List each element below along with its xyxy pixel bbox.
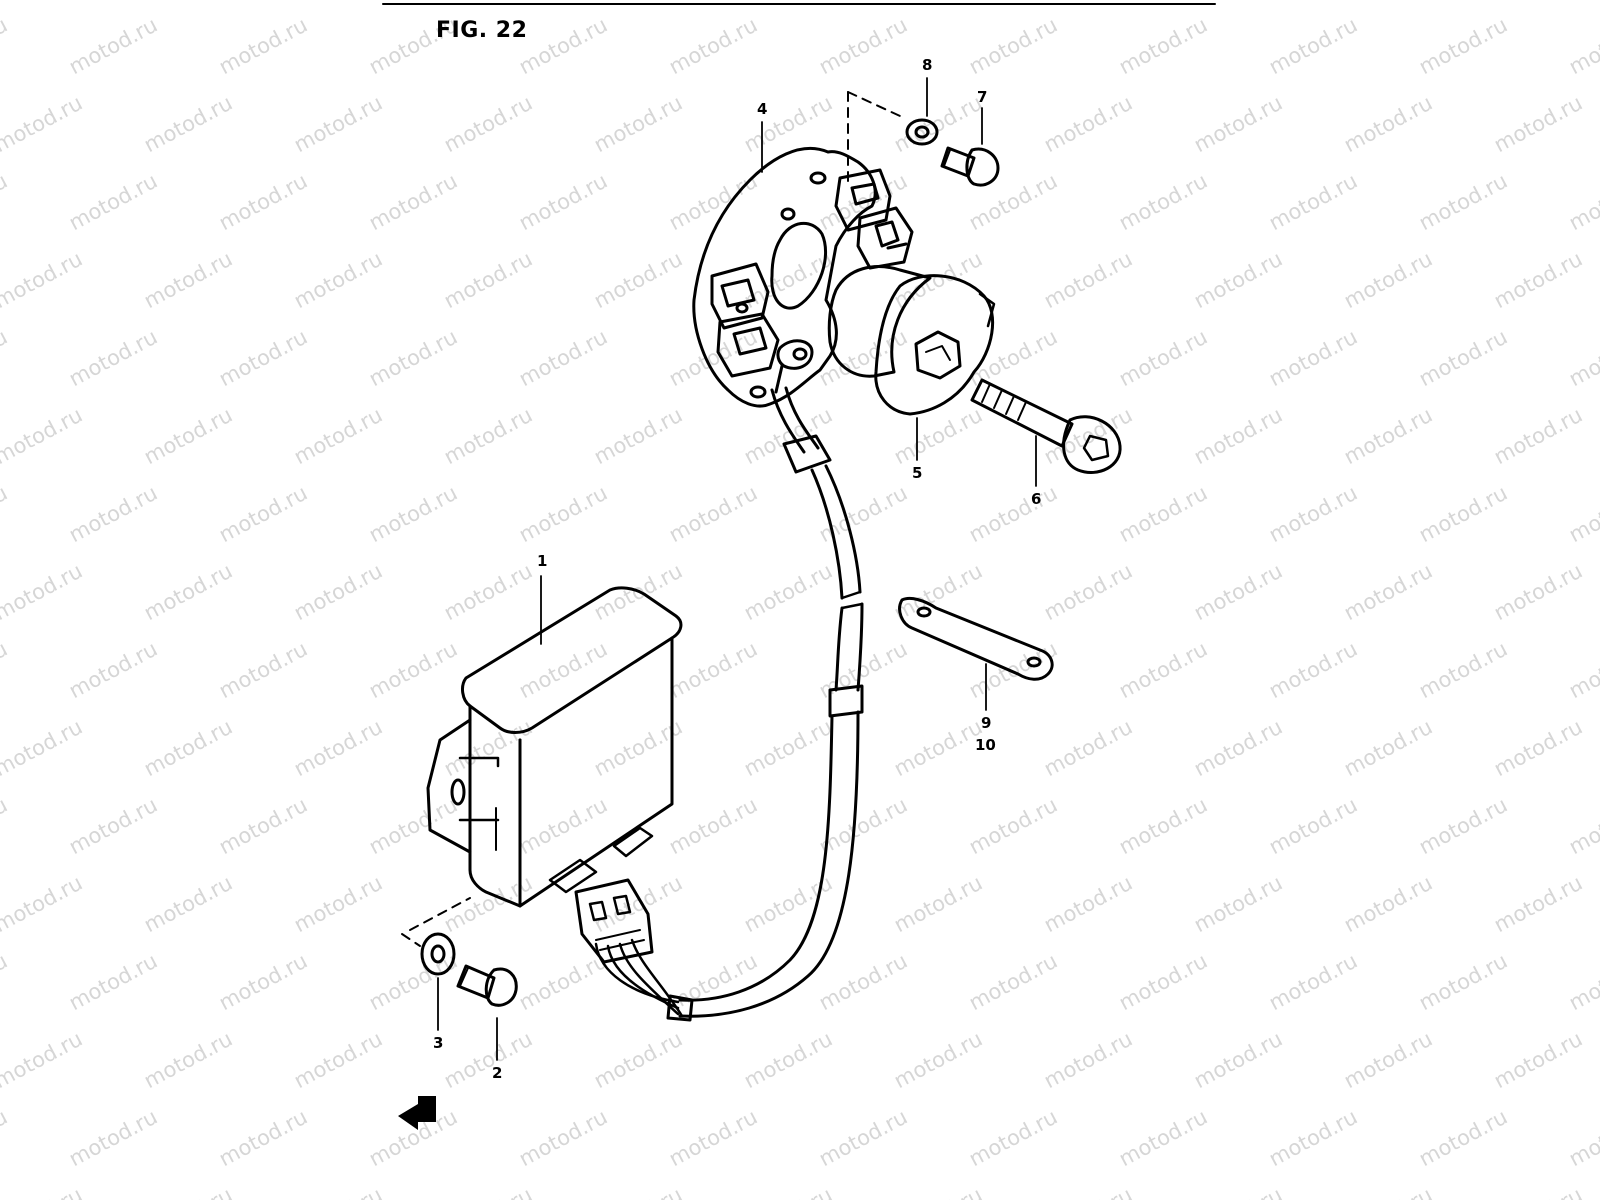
callout-2: 2 xyxy=(492,1064,502,1082)
wire-harness xyxy=(594,386,864,1022)
callout-6: 6 xyxy=(1031,490,1041,508)
igniter-unit xyxy=(401,586,683,947)
direction-arrow-icon xyxy=(398,1096,436,1130)
rotor-bolt xyxy=(970,378,1122,474)
signal-generator-plate xyxy=(692,91,914,408)
leader-lines xyxy=(437,77,1037,1061)
callout-8: 8 xyxy=(922,56,932,74)
screw-bottom xyxy=(456,964,518,1007)
callout-3: 3 xyxy=(433,1034,443,1052)
callout-9: 9 xyxy=(981,714,991,732)
ground-lead-bracket xyxy=(898,596,1054,681)
screw-top xyxy=(940,146,1000,187)
callout-5: 5 xyxy=(912,464,922,482)
callout-1: 1 xyxy=(537,552,547,570)
callout-7: 7 xyxy=(977,88,987,106)
callout-4: 4 xyxy=(757,100,767,118)
washer-top xyxy=(905,118,939,146)
harness-connector xyxy=(574,878,654,964)
figure-title: FIG. 22 xyxy=(436,18,528,43)
washer-bottom xyxy=(420,932,456,976)
signal-rotor xyxy=(827,265,996,416)
callout-10: 10 xyxy=(975,736,996,754)
